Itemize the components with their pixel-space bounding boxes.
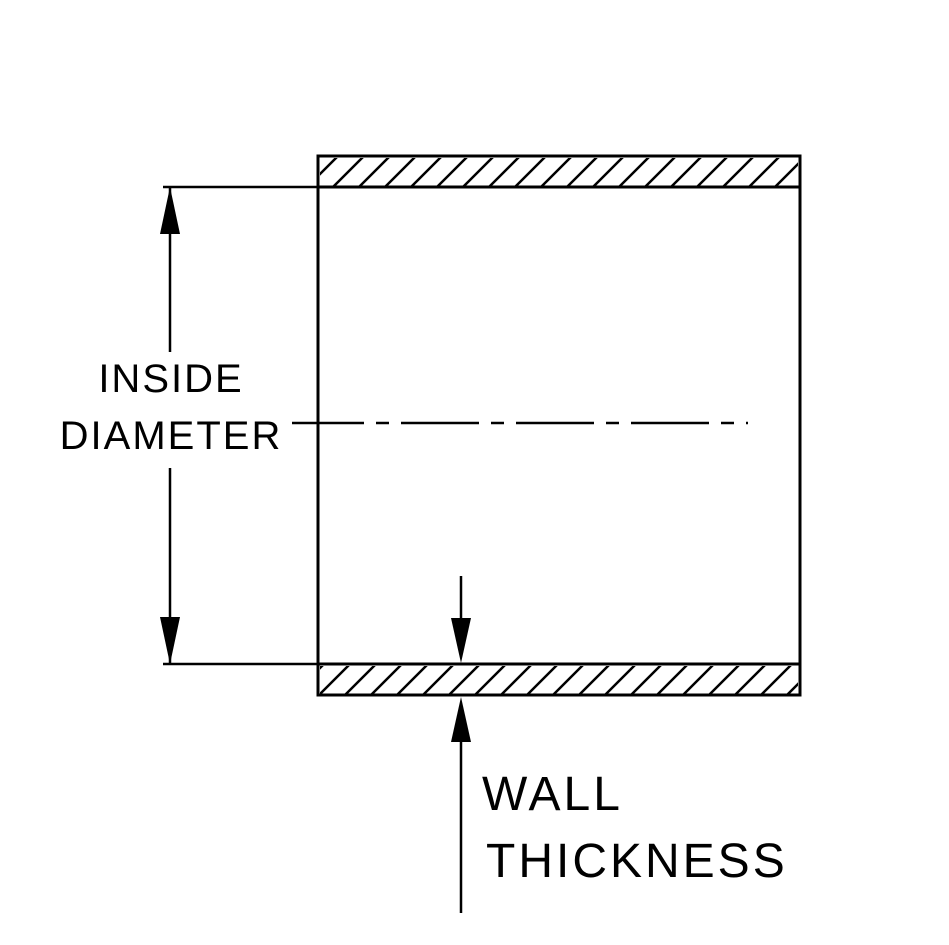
bottom-wall-hatch	[320, 666, 798, 694]
inside-diameter-arrow-down-icon	[160, 617, 180, 664]
inside-diameter-arrow-up-icon	[160, 187, 180, 234]
top-wall-hatch	[320, 158, 798, 186]
wall-arrow-up-icon	[451, 697, 471, 742]
inside-diameter-label-line2: DIAMETER	[50, 415, 292, 457]
tube-outline	[316, 154, 802, 697]
inside-diameter-label-line1: INSIDE	[50, 358, 292, 400]
wall-arrow-down-icon	[451, 618, 471, 663]
wall-thickness-label-line1: WALL	[482, 768, 623, 821]
wall-thickness-label-line2: THICKNESS	[486, 835, 788, 888]
